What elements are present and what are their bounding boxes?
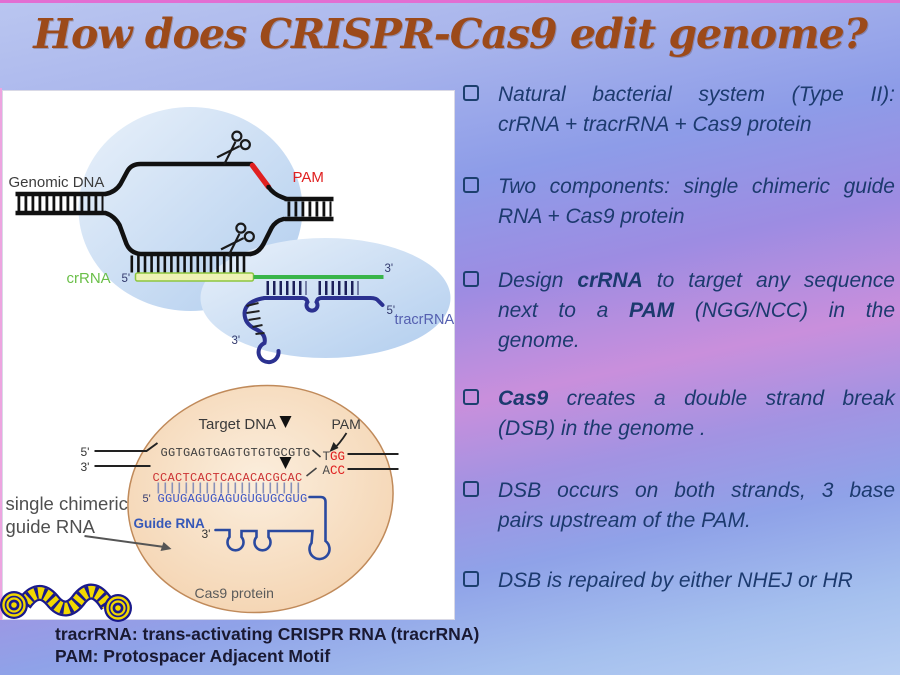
target-top-strand-seq: GGTGAGTGAGTGTGTGCGTG xyxy=(161,446,311,460)
bullet-checkbox-icon xyxy=(463,177,479,193)
five-prime-label: 5' xyxy=(387,305,396,317)
dna-lead-line-top xyxy=(94,442,159,452)
three-prime-label: 3' xyxy=(81,460,90,474)
pam-arrowhead xyxy=(329,442,339,452)
bubble-top-right-elbow xyxy=(266,184,289,202)
three-prime-label: 3' xyxy=(385,263,394,275)
target-bottom-strand-seq: CCACTCACTCACACACGCAC xyxy=(153,471,303,485)
bullet-text: Two components: single chimeric guide RN… xyxy=(498,175,895,228)
bullet-text: Natural bacterial system (Type II): crRN… xyxy=(498,83,895,136)
chimeric-label-arrow xyxy=(84,535,165,548)
target-dna-label: Target DNA xyxy=(199,416,277,433)
crispr-diagram-panel: Genomic DNA PAM crRNA 5' 3' 5' 3' tracrR… xyxy=(2,90,455,620)
genomic-dna-label: Genomic DNA xyxy=(9,174,105,191)
three-prime-label: 3' xyxy=(202,527,211,541)
guide-rna-label: Guide RNA xyxy=(134,516,206,531)
hairpin-rungs xyxy=(246,302,265,335)
list-item: Two components: single chimeric guide RN… xyxy=(463,172,895,232)
scissors-icon xyxy=(220,222,255,257)
slide-top-border xyxy=(0,0,900,3)
chimeric-label-arrowhead xyxy=(160,542,172,551)
list-item: DSB occurs on both strands, 3 base pairs… xyxy=(463,476,895,536)
seq-connector xyxy=(306,467,317,477)
helix-ribbon xyxy=(17,583,115,617)
five-prime-label: 5' xyxy=(122,273,131,285)
pam-label: PAM xyxy=(293,169,324,186)
chimeric-guide-label-line2: guide RNA xyxy=(6,516,96,537)
footnote: tracrRNA: trans-activating CRISPR RNA (t… xyxy=(55,623,479,667)
rna-five-prime-label: 5' xyxy=(143,493,151,505)
bullet-checkbox-icon xyxy=(463,481,479,497)
seq-connector xyxy=(311,449,322,458)
guide-rna-seq: GGUGAGUGAGUGUGUGCGUG xyxy=(158,492,308,506)
pam-segment xyxy=(249,162,272,190)
footnote-line-PAM: PAM: Protospacer Adjacent Motif xyxy=(55,646,331,666)
genomic-dna-right-duplex xyxy=(284,196,334,222)
bullet-text: DSB is repaired by either NHEJ or HR xyxy=(498,569,853,592)
cut-site-marker xyxy=(279,416,292,428)
cut-site-marker xyxy=(279,457,292,469)
helix-spiral-right xyxy=(104,594,132,622)
genomic-dna-left-duplex xyxy=(15,191,106,216)
tracrRNA-strand xyxy=(262,296,385,313)
bullet-checkbox-icon xyxy=(463,85,479,101)
footnote-line-tracrRNA: tracrRNA: trans-activating CRISPR RNA (t… xyxy=(55,624,480,644)
dna-helix-decoration xyxy=(0,583,132,622)
crRNA-label: crRNA xyxy=(67,270,111,287)
three-prime-label: 3' xyxy=(232,335,241,347)
pam-seq-bottom: ACC xyxy=(323,464,346,478)
guide-rna-scaffold xyxy=(214,495,331,561)
bullet-checkbox-icon xyxy=(463,389,479,405)
bubble-bottom-strand xyxy=(103,210,253,257)
helix-spiral-left xyxy=(0,591,28,619)
bullet-checkbox-icon xyxy=(463,271,479,287)
crRNA-bar xyxy=(134,272,255,282)
bullet-checkbox-icon xyxy=(463,571,479,587)
bullet-text: DSB occurs on both strands, 3 base pairs… xyxy=(498,479,895,532)
scissors-icon xyxy=(216,130,251,165)
list-item: Cas9 creates a double strand break (DSB)… xyxy=(463,384,895,444)
bullet-text: Cas9 creates a double strand break (DSB)… xyxy=(498,387,895,440)
crispr-diagram-svg: Genomic DNA PAM crRNA 5' 3' 5' 3' tracrR… xyxy=(6,107,455,614)
bubble-top-strand xyxy=(103,161,254,197)
chimeric-guide-label-line1: single chimeric xyxy=(6,493,128,514)
natural-system-diagram: Genomic DNA PAM crRNA 5' 3' 5' 3' tracrR… xyxy=(9,107,455,365)
pam-label: PAM xyxy=(332,416,361,432)
page-title: How does CRISPR-Cas9 edit genome? xyxy=(33,10,868,58)
list-item: DSB is repaired by either NHEJ or HR xyxy=(463,566,895,596)
cas9-protein-label: Cas9 protein xyxy=(195,585,274,601)
list-item: Natural bacterial system (Type II): crRN… xyxy=(463,80,895,140)
slide-left-border xyxy=(0,88,2,620)
tracrRNA-label: tracrRNA xyxy=(395,312,455,328)
bullet-text: Design crRNA to target any sequence next… xyxy=(498,269,895,352)
pam-seq-top: TGG xyxy=(323,450,346,464)
chimeric-system-diagram: Target DNA PAM 5' 3' GGTGAGTGAGTGTGTGCGT… xyxy=(6,384,399,614)
five-prime-label: 5' xyxy=(81,445,90,459)
list-item: Design crRNA to target any sequence next… xyxy=(463,266,895,356)
bubble-bottom-right-rise xyxy=(248,216,286,257)
